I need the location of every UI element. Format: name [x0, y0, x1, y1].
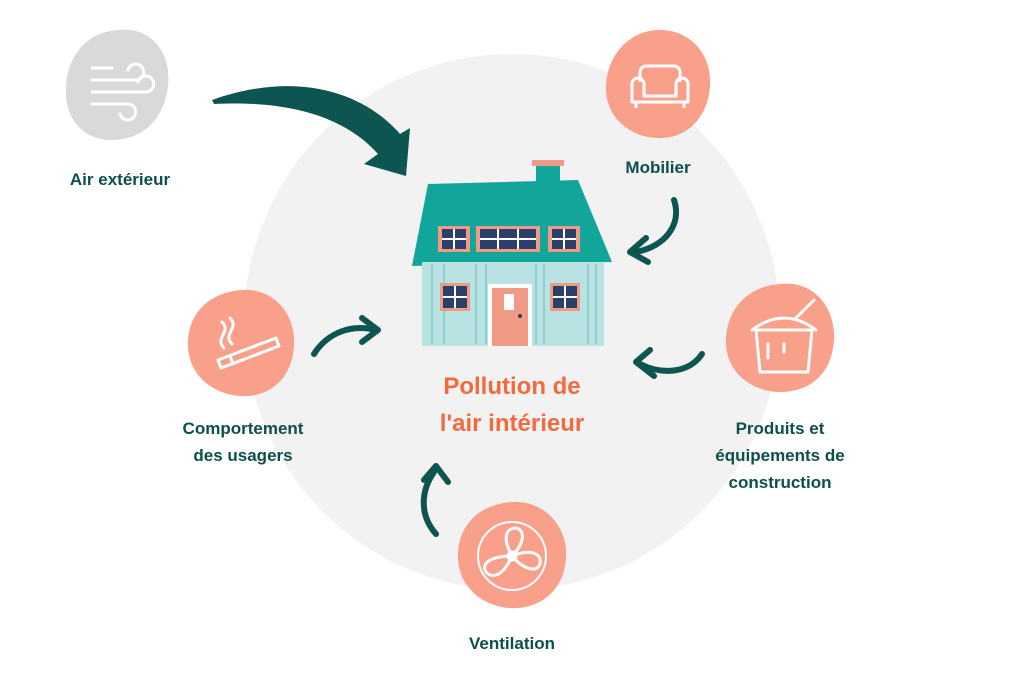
- arrow-comportement: [311, 315, 381, 357]
- label-line: Mobilier: [625, 158, 691, 177]
- armchair-icon: [630, 64, 690, 108]
- label-line: construction: [728, 473, 832, 492]
- house-illustration: [412, 160, 612, 346]
- wind-icon: [90, 62, 156, 122]
- paint-bucket-icon: [750, 298, 818, 374]
- center-title-line-1: Pollution de: [443, 373, 581, 400]
- arrow-mobilier: [627, 197, 679, 265]
- arrow-air-exterieur: [212, 86, 410, 176]
- label-line: Air extérieur: [69, 170, 171, 189]
- label-line: Produits et: [735, 419, 825, 438]
- center-title-line-2: l'air intérieur: [439, 410, 585, 437]
- label-line: équipements de: [715, 446, 845, 465]
- label-line: Ventilation: [469, 634, 555, 653]
- label-air-exterieur: Air extérieur: [40, 166, 200, 193]
- label-ventilation: Ventilation: [432, 630, 592, 657]
- produits-node: [725, 283, 835, 392]
- fan-icon: [477, 521, 547, 591]
- cigarette-icon: [216, 316, 281, 370]
- air-exterieur-node: [65, 29, 169, 140]
- comportement-node: [187, 289, 295, 397]
- mobilier-node: [605, 30, 711, 139]
- label-line: Comportement: [182, 419, 304, 438]
- ventilation-node: [457, 501, 567, 609]
- label-mobilier: Mobilier: [598, 154, 718, 181]
- label-produits: Produits et équipements de construction: [690, 415, 870, 496]
- label-line: des usagers: [193, 446, 293, 465]
- arrow-ventilation: [420, 463, 451, 537]
- center-title: Pollution de l'air intérieur: [392, 368, 632, 442]
- label-comportement: Comportement des usagers: [158, 415, 328, 469]
- arrow-produits: [633, 347, 705, 379]
